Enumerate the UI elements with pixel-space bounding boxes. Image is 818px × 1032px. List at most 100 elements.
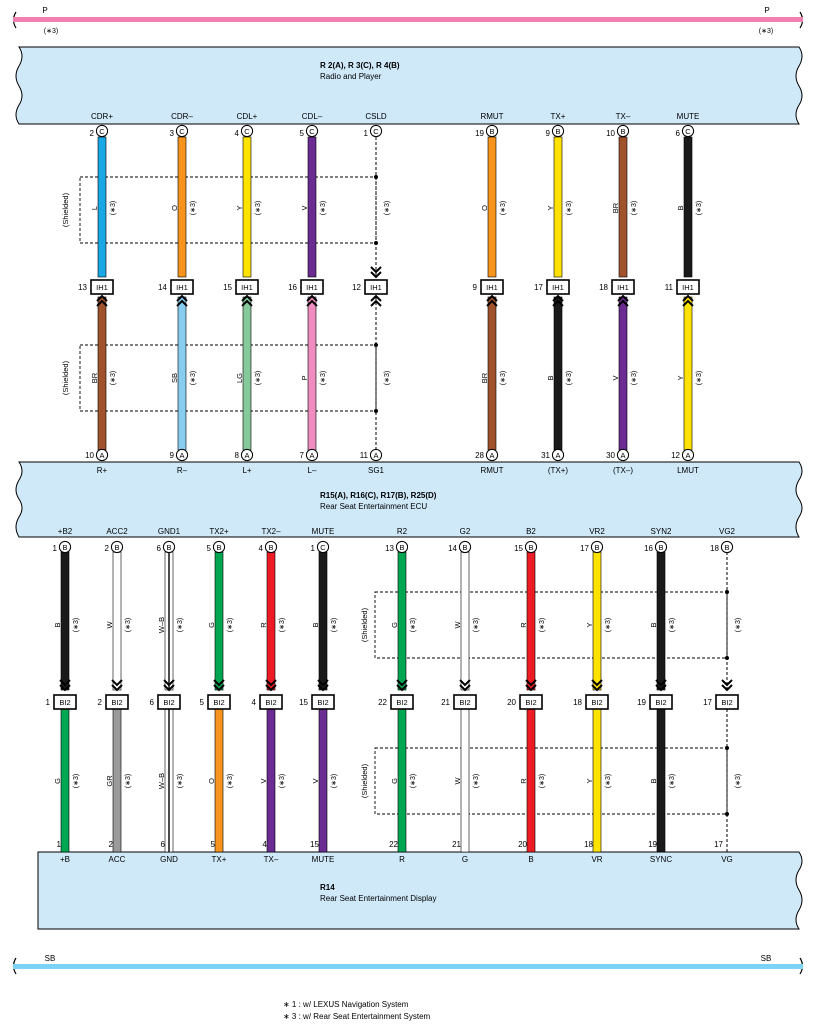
junction-ih1: [235, 279, 259, 295]
wire-lower-top-label-note: (∗3): [279, 618, 286, 632]
wire-lower-top-label-code: G: [207, 622, 216, 628]
chevron-lower-2: [163, 679, 175, 692]
wire-lower-bottom-5: [318, 708, 328, 853]
junction-bi2: [311, 694, 335, 710]
wire-lower-top-label-note: (∗3): [605, 618, 612, 632]
ecu-out-pin-number: 5: [207, 544, 212, 553]
wire-lower-top-8: [526, 551, 536, 691]
wire-upper-top-6: [553, 136, 563, 278]
radio-pin-connector: [616, 124, 630, 138]
junction-bi2-pin: 20: [507, 698, 516, 707]
ecu-out-pin-label: R2: [397, 527, 408, 536]
ecu-out-pin-connector: [58, 540, 72, 554]
display-pin-number: 5: [211, 840, 216, 849]
ecu-out-pin-number: 1: [311, 544, 316, 553]
radio-pin-connector-letter: C: [309, 127, 315, 136]
wire-lower-bottom-label-code: G: [390, 778, 399, 784]
junction-bi2-label: BI2: [59, 698, 70, 707]
radio-pin-connector: [485, 124, 499, 138]
ecu-box: R15(A), R16(C), R17(B), R25(D) Rear Seat…: [15, 461, 803, 538]
display-pin-number: 18: [584, 840, 593, 849]
wire-upper-top-8: [683, 136, 693, 278]
chevron-up-upper-2: [241, 294, 253, 307]
wire-upper-bottom-label-note: (∗3): [255, 371, 262, 385]
ecu-out-pin-connector: [316, 540, 330, 554]
chevron-up-upper-4: [370, 294, 382, 307]
wire-upper-top-label-note: (∗3): [110, 201, 117, 215]
rail-p-note-right: (∗3): [759, 28, 773, 35]
wire-upper-top-label-note: (∗3): [255, 201, 262, 215]
junction-ih1-label: IH1: [682, 283, 694, 292]
wire-upper-bottom-2: [242, 296, 252, 451]
wire-lower-bottom-label-note: (∗3): [473, 774, 480, 788]
junction-bi2-label: BI2: [525, 698, 536, 707]
ecu-pin-number: 10: [85, 451, 94, 460]
ecu-pin-connector: [95, 448, 109, 462]
wire-upper-bottom-label-note: (∗3): [566, 371, 573, 385]
footnote-3: ∗ 3 : w/ Rear Seat Entertainment System: [283, 1012, 431, 1021]
radio-name: Radio and Player: [320, 72, 382, 81]
ecu-pin-number: 7: [300, 451, 305, 460]
ecu-out-pin-label: MUTE: [312, 527, 335, 536]
junction-ih1: [364, 279, 388, 295]
radio-pin-connector: [95, 124, 109, 138]
wire-upper-bottom-label-code: Y: [676, 375, 685, 380]
wire-lower-top-label-note: (∗3): [125, 618, 132, 632]
junction-ih1-label: IH1: [176, 283, 188, 292]
junction-ih1: [611, 279, 635, 295]
junction-bi2-pin: 5: [200, 698, 205, 707]
wire-lower-top-label-code: W–B: [157, 617, 166, 633]
display-pin-label: VR: [591, 855, 602, 864]
wire-lower-top-label-code: B: [53, 622, 62, 627]
wire-layer: [60, 136, 728, 853]
chevron-lower-3: [213, 679, 225, 692]
ecu-out-pin-label: TX2–: [261, 527, 281, 536]
radio-box: R 2(A), R 3(C), R 4(B) Radio and Player: [15, 46, 803, 125]
junction-ih1-pin: 15: [223, 283, 232, 292]
radio-pin-number: 4: [235, 129, 240, 138]
ecu-out-pin-number: 14: [448, 544, 457, 553]
chevron-up-upper-7: [617, 294, 629, 307]
radio-pin-connector: [305, 124, 319, 138]
junction-ih1-pin: 16: [288, 283, 297, 292]
wire-lower-top-label-code: B: [649, 622, 658, 627]
wire-lower-top-1: [112, 551, 122, 691]
junction-ih1: [480, 279, 504, 295]
display-pin-label: SYNC: [650, 855, 672, 864]
junction-ih1-pin: 18: [599, 283, 608, 292]
radio-pin-connector-letter: C: [685, 127, 691, 136]
wire-lower-bottom-label-note: (∗3): [669, 774, 676, 788]
radio-pin-number: 9: [546, 129, 551, 138]
ecu-pin-connector: [681, 448, 695, 462]
radio-pin-number: 19: [475, 129, 484, 138]
wire-lower-top-0: [60, 551, 70, 691]
wire-upper-bottom-label-note: (∗3): [696, 371, 703, 385]
wire-upper-bottom-label-code: SB: [170, 373, 179, 383]
wire-upper-bottom-8: [683, 296, 693, 451]
chevron-lower-1: [111, 679, 123, 692]
ecu-out-pin-connector-letter: B: [216, 543, 221, 552]
ecu-out-pin-number: 17: [580, 544, 589, 553]
ecu-out-pin-connector-letter: B: [462, 543, 467, 552]
chevron-lower-9: [591, 679, 603, 692]
junction-bi2-pin: 17: [703, 698, 712, 707]
wire-lower-bottom-label-note: (∗3): [279, 774, 286, 788]
junction-ih1-pin: 13: [78, 283, 87, 292]
wire-lower-bottom-8: [526, 708, 536, 853]
ecu-pin-label: L–: [308, 466, 317, 475]
wire-lower-top-label-note: (∗3): [227, 618, 234, 632]
ecu-out-pin-number: 6: [157, 544, 162, 553]
wire-upper-bottom-5: [487, 296, 497, 451]
wire-lower-bottom-label-note: (∗3): [73, 774, 80, 788]
wire-lower-bottom-label-code: GR: [105, 775, 114, 787]
chevron-upper-4: [370, 266, 382, 279]
wire-upper-top-2: [242, 136, 252, 278]
wire-upper-top-label-note: (∗3): [384, 201, 391, 215]
ecu-out-pin-label: GND1: [158, 527, 181, 536]
wire-upper-bottom-label-code: BR: [480, 372, 489, 383]
junction-bi2: [585, 694, 609, 710]
junction-bi2-pin: 1: [46, 698, 51, 707]
wire-upper-bottom-label-note: (∗3): [384, 371, 391, 385]
ecu-out-pin-number: 16: [644, 544, 653, 553]
junction-ih1-label: IH1: [370, 283, 382, 292]
